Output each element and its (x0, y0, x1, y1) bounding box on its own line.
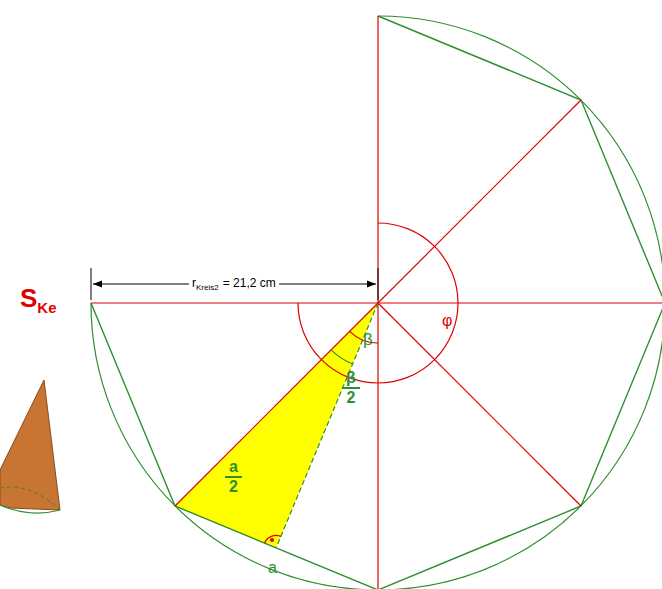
numerator: a (227, 459, 240, 476)
right-angle-mark (265, 535, 282, 543)
angle-label: φ (442, 313, 452, 329)
half-sector-triangle (175, 303, 378, 548)
angle-phi: φ (442, 312, 452, 329)
side-a: a (268, 559, 277, 576)
sector-arc (91, 16, 662, 589)
half-beta-arc (331, 350, 353, 364)
dimension-label: rKreis2 = 21,2 cm (189, 276, 279, 293)
angle-beta: β (363, 330, 373, 349)
phi-arc (298, 223, 458, 383)
denominator: 2 (342, 387, 360, 406)
dimension-value: = 21,2 cm (223, 276, 276, 290)
cone-fragment (0, 380, 60, 513)
height-line (276, 303, 378, 548)
side-label: a2 (227, 459, 240, 495)
polygon-chords (91, 16, 662, 589)
symbol-s: S (20, 283, 37, 313)
radii (91, 16, 662, 589)
subscript: Ke (37, 299, 56, 316)
side-label: a (268, 560, 277, 576)
angle-label: β (363, 331, 373, 348)
symbol-r: r (192, 276, 196, 290)
subscript: Kreis2 (196, 283, 219, 292)
numerator: β (344, 370, 358, 387)
radius-dimension (91, 268, 378, 300)
fraction: a2 (227, 459, 240, 495)
angle-label: β2 (344, 370, 358, 406)
denominator: 2 (225, 476, 242, 495)
fraction: β2 (344, 370, 358, 406)
solid-label: SKe (20, 285, 57, 315)
